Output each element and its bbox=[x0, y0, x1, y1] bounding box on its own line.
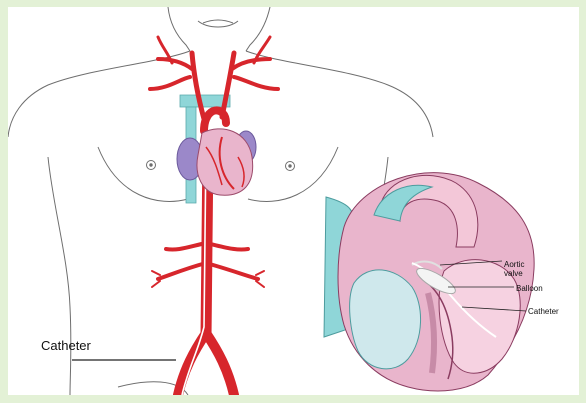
catheter-label-main: Catheter bbox=[41, 338, 92, 353]
inset-right-ventricle bbox=[350, 270, 421, 369]
arteries bbox=[150, 37, 278, 395]
heart-ventricles bbox=[197, 129, 253, 195]
diagram-frame: Catheter Aortic valve Balloon Catheter bbox=[8, 7, 579, 395]
aortic-arch bbox=[204, 110, 226, 131]
catheter-label-inset: Catheter bbox=[528, 307, 559, 316]
inset-heart-cutaway bbox=[324, 173, 534, 391]
aortic-valve-label-line1: Aortic bbox=[504, 260, 524, 269]
nipple-right bbox=[286, 162, 295, 171]
balloon-label: Balloon bbox=[516, 284, 543, 293]
intra-aortic-balloon-diagram: Catheter Aortic valve Balloon Catheter bbox=[8, 7, 579, 395]
nipple-left bbox=[147, 161, 156, 170]
aortic-valve-label-line2: valve bbox=[504, 269, 523, 278]
